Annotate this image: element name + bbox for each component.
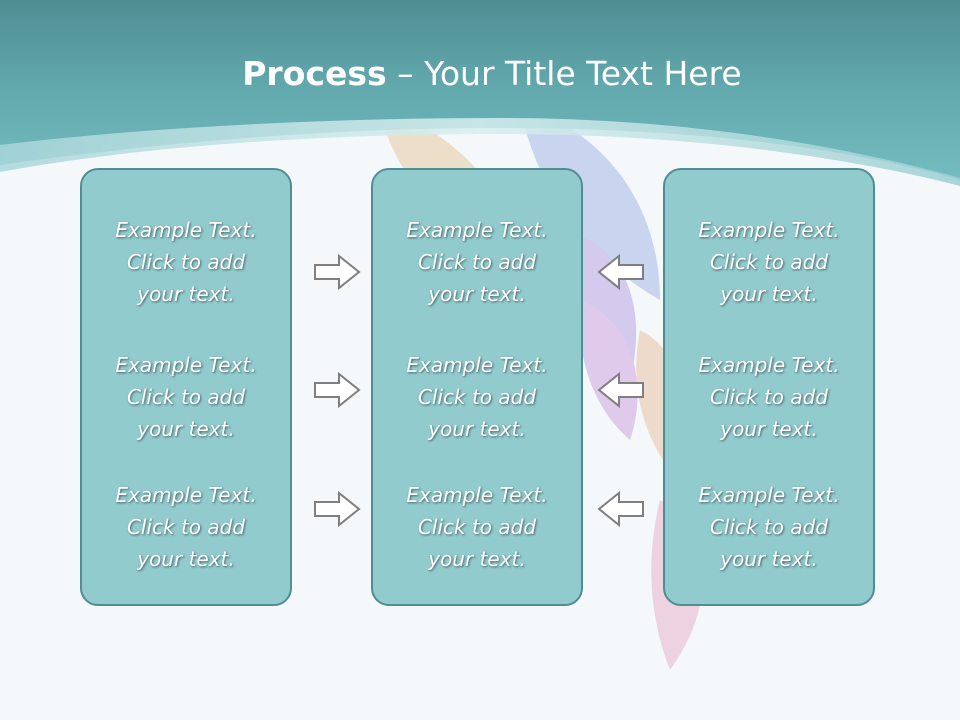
text-block[interactable]: Example Text. Click to add your text.: [665, 479, 873, 575]
text-line: your text.: [428, 547, 526, 571]
text-line: Click to add: [126, 250, 246, 274]
text-line: your text.: [137, 547, 235, 571]
title-rest: – Your Title Text Here: [386, 54, 742, 93]
arrow-right-icon: [314, 490, 361, 528]
text-line: Example Text.: [115, 483, 257, 507]
text-line: Click to add: [709, 515, 829, 539]
text-line: your text.: [720, 282, 818, 306]
process-box-center[interactable]: Example Text. Click to add your text. Ex…: [371, 168, 583, 606]
arrow-left-icon: [597, 490, 644, 528]
page-title[interactable]: Process – Your Title Text Here: [0, 52, 960, 96]
text-line: your text.: [720, 547, 818, 571]
arrow-left-icon: [597, 371, 644, 409]
text-line: Example Text.: [406, 218, 548, 242]
text-block[interactable]: Example Text. Click to add your text.: [373, 214, 581, 310]
text-block[interactable]: Example Text. Click to add your text.: [665, 214, 873, 310]
text-line: Click to add: [709, 250, 829, 274]
arrow-right-icon: [314, 371, 361, 409]
process-box-left[interactable]: Example Text. Click to add your text. Ex…: [80, 168, 292, 606]
text-block[interactable]: Example Text. Click to add your text.: [373, 349, 581, 445]
text-block[interactable]: Example Text. Click to add your text.: [82, 349, 290, 445]
title-bold: Process: [242, 54, 387, 93]
arrow-right-icon: [314, 253, 361, 291]
text-line: Example Text.: [698, 483, 840, 507]
text-line: Click to add: [126, 515, 246, 539]
text-line: your text.: [428, 282, 526, 306]
text-block[interactable]: Example Text. Click to add your text.: [373, 479, 581, 575]
text-line: Example Text.: [698, 218, 840, 242]
text-line: Example Text.: [406, 483, 548, 507]
text-block[interactable]: Example Text. Click to add your text.: [82, 214, 290, 310]
text-block[interactable]: Example Text. Click to add your text.: [665, 349, 873, 445]
text-line: Click to add: [417, 515, 537, 539]
arrow-left-icon: [597, 253, 644, 291]
text-line: your text.: [137, 282, 235, 306]
text-line: Example Text.: [698, 353, 840, 377]
text-line: Click to add: [417, 250, 537, 274]
text-block[interactable]: Example Text. Click to add your text.: [82, 479, 290, 575]
text-line: Click to add: [126, 385, 246, 409]
process-box-right[interactable]: Example Text. Click to add your text. Ex…: [663, 168, 875, 606]
text-line: Click to add: [417, 385, 537, 409]
text-line: your text.: [428, 417, 526, 441]
text-line: Example Text.: [115, 218, 257, 242]
text-line: your text.: [720, 417, 818, 441]
text-line: Example Text.: [115, 353, 257, 377]
text-line: Example Text.: [406, 353, 548, 377]
text-line: Click to add: [709, 385, 829, 409]
text-line: your text.: [137, 417, 235, 441]
